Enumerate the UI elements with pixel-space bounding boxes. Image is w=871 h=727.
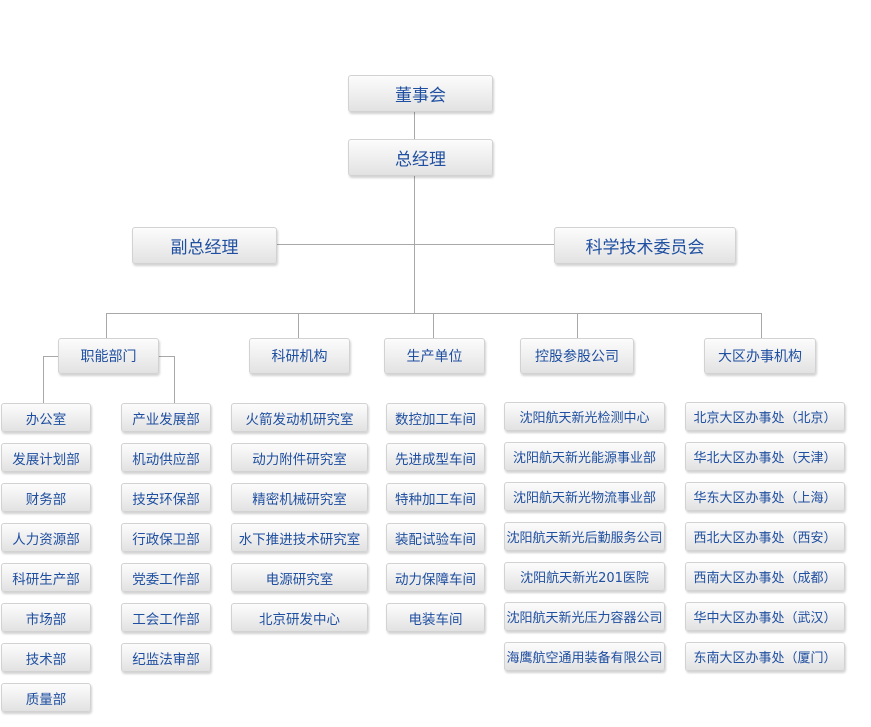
functional-dept-right-item[interactable]: 工会工作部 bbox=[121, 603, 211, 632]
functional-dept-left-item[interactable]: 质量部 bbox=[1, 683, 91, 712]
functional-dept-right-item[interactable]: 产业发展部 bbox=[121, 403, 211, 432]
research-unit-item[interactable]: 北京研发中心 bbox=[231, 603, 368, 632]
functional-dept-right-item[interactable]: 技安环保部 bbox=[121, 483, 211, 512]
category-regional[interactable]: 大区办事机构 bbox=[704, 338, 816, 374]
production-unit-item[interactable]: 特种加工车间 bbox=[386, 483, 485, 512]
regional-office-item[interactable]: 北京大区办事处（北京） bbox=[685, 402, 845, 431]
regional-office-item[interactable]: 华中大区办事处（武汉） bbox=[685, 602, 845, 631]
deputy-general-manager-box[interactable]: 副总经理 bbox=[132, 227, 277, 264]
production-unit-item[interactable]: 装配试验车间 bbox=[386, 523, 485, 552]
board-box[interactable]: 董事会 bbox=[348, 75, 493, 112]
functional-dept-left-item[interactable]: 人力资源部 bbox=[1, 523, 91, 552]
research-unit-item[interactable]: 电源研究室 bbox=[231, 563, 368, 592]
production-unit-item[interactable]: 数控加工车间 bbox=[386, 403, 485, 432]
regional-office-item[interactable]: 华东大区办事处（上海） bbox=[685, 482, 845, 511]
holding-company-item[interactable]: 海鹰航空通用装备有限公司 bbox=[504, 642, 665, 671]
holding-company-item[interactable]: 沈阳航天新光能源事业部 bbox=[504, 442, 665, 471]
research-unit-item[interactable]: 动力附件研究室 bbox=[231, 443, 368, 472]
functional-dept-right-item[interactable]: 党委工作部 bbox=[121, 563, 211, 592]
functional-dept-right-item[interactable]: 机动供应部 bbox=[121, 443, 211, 472]
functional-dept-left-item[interactable]: 科研生产部 bbox=[1, 563, 91, 592]
regional-office-item[interactable]: 东南大区办事处（厦门） bbox=[685, 642, 845, 671]
research-unit-item[interactable]: 火箭发动机研究室 bbox=[231, 403, 368, 432]
science-committee-box[interactable]: 科学技术委员会 bbox=[554, 227, 736, 264]
functional-dept-left-item[interactable]: 财务部 bbox=[1, 483, 91, 512]
category-functional[interactable]: 职能部门 bbox=[58, 338, 159, 374]
regional-office-item[interactable]: 华北大区办事处（天津） bbox=[685, 442, 845, 471]
functional-dept-left-item[interactable]: 发展计划部 bbox=[1, 443, 91, 472]
holding-company-item[interactable]: 沈阳航天新光检测中心 bbox=[504, 402, 665, 431]
production-unit-item[interactable]: 先进成型车间 bbox=[386, 443, 485, 472]
functional-dept-right-item[interactable]: 行政保卫部 bbox=[121, 523, 211, 552]
functional-dept-left-item[interactable]: 技术部 bbox=[1, 643, 91, 672]
regional-office-item[interactable]: 西北大区办事处（西安） bbox=[685, 522, 845, 551]
holding-company-item[interactable]: 沈阳航天新光后勤服务公司 bbox=[504, 522, 665, 551]
production-unit-item[interactable]: 动力保障车间 bbox=[386, 563, 485, 592]
research-unit-item[interactable]: 水下推进技术研究室 bbox=[231, 523, 368, 552]
research-unit-item[interactable]: 精密机械研究室 bbox=[231, 483, 368, 512]
category-holding[interactable]: 控股参股公司 bbox=[520, 338, 634, 374]
production-unit-item[interactable]: 电装车间 bbox=[386, 603, 485, 632]
holding-company-item[interactable]: 沈阳航天新光压力容器公司 bbox=[504, 602, 665, 631]
functional-dept-right-item[interactable]: 纪监法审部 bbox=[121, 643, 211, 672]
functional-dept-left-item[interactable]: 市场部 bbox=[1, 603, 91, 632]
functional-dept-left-item[interactable]: 办公室 bbox=[1, 403, 91, 432]
holding-company-item[interactable]: 沈阳航天新光物流事业部 bbox=[504, 482, 665, 511]
holding-company-item[interactable]: 沈阳航天新光201医院 bbox=[504, 562, 665, 591]
general-manager-box[interactable]: 总经理 bbox=[348, 139, 493, 176]
category-production[interactable]: 生产单位 bbox=[384, 338, 485, 374]
regional-office-item[interactable]: 西南大区办事处（成都） bbox=[685, 562, 845, 591]
category-research[interactable]: 科研机构 bbox=[249, 338, 350, 374]
